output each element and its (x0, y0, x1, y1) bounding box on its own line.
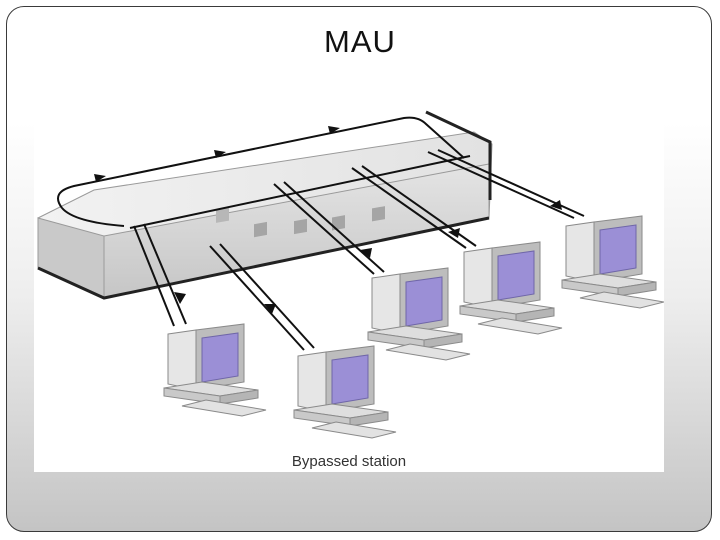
workstation-1 (163, 323, 267, 417)
mau-diagram: Bypassed station (34, 108, 664, 472)
mau-hub (37, 110, 493, 300)
ring-path (57, 116, 471, 229)
bypassed-workstation (293, 345, 397, 439)
workstation-4 (459, 241, 563, 335)
workstation-3 (367, 267, 471, 361)
cable-arrows (174, 200, 562, 314)
mau-port (216, 207, 229, 223)
mau-diagram-svg: Bypassed station (37, 110, 664, 470)
mau-port (372, 206, 385, 222)
slide-title: MAU (324, 24, 396, 59)
bypassed-station-caption: Bypassed station (292, 453, 406, 470)
mau-port (254, 221, 267, 238)
mau-port (332, 215, 345, 231)
mau-port (294, 218, 307, 235)
ring-arrows (94, 126, 340, 182)
workstation-5 (561, 215, 664, 309)
